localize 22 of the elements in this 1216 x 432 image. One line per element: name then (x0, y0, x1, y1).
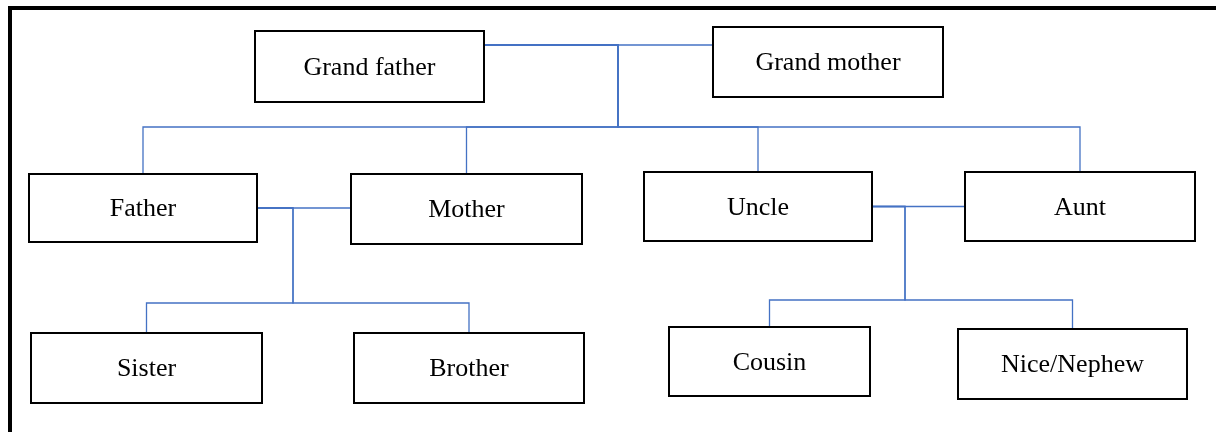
person-label: Uncle (726, 191, 790, 222)
person-label: Cousin (732, 346, 807, 377)
person-box (254, 30, 485, 103)
person-box (350, 173, 583, 245)
person-box (30, 332, 263, 404)
person-label: Nice/Nephew (1001, 349, 1144, 379)
person-box (643, 171, 873, 242)
person-box (964, 171, 1196, 242)
person-label: Mother (428, 194, 505, 224)
connector-line (872, 205, 1074, 329)
person-box (28, 173, 258, 243)
person-label: Father (109, 193, 177, 223)
person-label: Grand mother (755, 47, 901, 77)
person-label: Brother (429, 353, 509, 383)
person-label: Grand father (303, 51, 436, 82)
person-label: Sister (116, 353, 177, 383)
person-box (712, 26, 944, 98)
person-label: Aunt (1054, 191, 1106, 222)
person-box (957, 328, 1188, 400)
person-box (353, 332, 585, 404)
person-box (668, 326, 871, 397)
connector-line (257, 207, 470, 333)
